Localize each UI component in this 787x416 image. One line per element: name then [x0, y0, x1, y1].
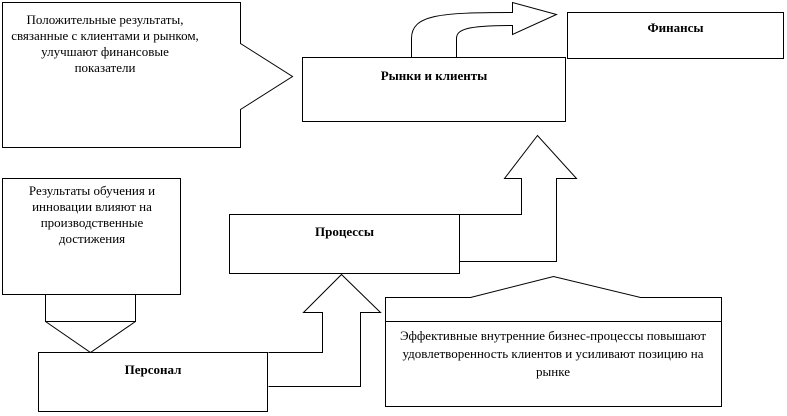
learning-results-text: Результаты обучения и инновации влияют н… [28, 183, 156, 246]
personnel-box [38, 352, 268, 412]
down-block-arrow [2, 178, 181, 354]
market-results-text: Положительные результаты, связанные с кл… [11, 12, 199, 75]
right-block-arrow [2, 2, 294, 148]
finance-label-box: Финансы [567, 12, 784, 59]
markets-label-box: Рынки и клиенты [302, 57, 566, 122]
finance-label: Финансы [647, 20, 704, 35]
market-results-note: Положительные результаты, связанные с кл… [10, 12, 200, 112]
up-callout-arrow [385, 275, 722, 407]
markets-box [302, 57, 566, 122]
markets-label: Рынки и клиенты [380, 68, 488, 83]
personnel-label: Персонал [124, 362, 182, 377]
personnel-to-processes-arrow [268, 273, 382, 387]
processes-label: Процессы [315, 224, 374, 239]
processes-to-markets-arrow [459, 134, 578, 262]
learning-results-note: Результаты обучения и инновации влияют н… [8, 183, 176, 263]
finance-box [567, 12, 784, 59]
personnel-label-box: Персонал [38, 352, 268, 412]
processes-box [229, 214, 460, 274]
markets-to-finance-arrow [411, 1, 558, 58]
processes-label-box: Процессы [229, 214, 460, 274]
internal-processes-note: Эффективные внутренние бизнес-процессы п… [388, 327, 718, 397]
internal-processes-text: Эффективные внутренние бизнес-процессы п… [399, 328, 707, 379]
